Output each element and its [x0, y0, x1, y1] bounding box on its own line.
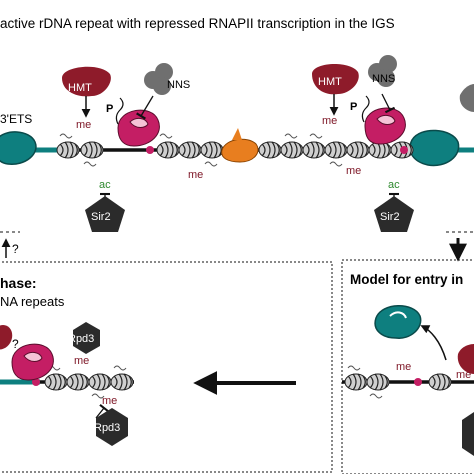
me-label: me: [188, 169, 203, 181]
right-panel-title: Model for entry in: [350, 272, 463, 287]
magenta-site-4: [414, 378, 422, 386]
svg-text:NNS: NNS: [372, 73, 395, 85]
top-right-rnapii: [364, 107, 406, 145]
me-label: me: [102, 395, 117, 407]
me-label: me: [322, 115, 337, 127]
magenta-site-1: [146, 146, 154, 154]
right-released-rnapi: [374, 305, 422, 339]
question-mark-top: ?: [12, 242, 19, 256]
me-label: me: [74, 355, 89, 367]
question-mark-bottom: ?: [12, 337, 19, 351]
rpd3-top: Rpd3: [68, 322, 100, 354]
nns-inhibit-left: [136, 95, 154, 120]
sir2-right: Sir2: [374, 196, 414, 232]
rnapi-left: [0, 131, 37, 165]
page-title: active rDNA repeat with repressed RNAPII…: [0, 16, 395, 31]
left-panel-title: hase:: [0, 275, 37, 291]
top-left-rnapii: [117, 109, 160, 147]
top-right-hmt: HMT: [312, 63, 359, 95]
me-label: me: [346, 165, 361, 177]
phospho-label-right: P: [350, 101, 357, 113]
svg-text:NNS: NNS: [167, 79, 190, 91]
left-panel-subtitle: NA repeats: [0, 294, 65, 309]
top-left-nns: NNS: [144, 63, 190, 95]
bottom-right-rpd3-partial: [462, 412, 474, 456]
bottom-right-hmt: [457, 344, 474, 374]
phospho-label-left: P: [106, 103, 113, 115]
svg-text:Rpd3: Rpd3: [68, 333, 94, 345]
svg-text:Sir2: Sir2: [380, 211, 400, 223]
release-arrow: [420, 325, 447, 361]
rpd3-inhibit: [95, 403, 109, 419]
nns-inhibit-right: [381, 93, 396, 114]
rpd3-bottom: Rpd3: [94, 408, 128, 446]
ctd-tail-left: [115, 97, 124, 125]
ctd-tail-right: [361, 95, 370, 123]
me-label: me: [456, 369, 471, 381]
bottom-right-dna: [342, 365, 474, 399]
me-label: me: [396, 361, 411, 373]
svg-text:Sir2: Sir2: [91, 211, 111, 223]
me-label: me: [76, 119, 91, 131]
sir2-left: Sir2: [85, 196, 125, 232]
rnapi-top-right-partial: [459, 84, 474, 112]
svg-text:Rpd3: Rpd3: [94, 422, 120, 434]
ets-label: 3'ETS: [0, 112, 32, 126]
orange-factor: [221, 128, 259, 163]
right-panel-box: [341, 259, 474, 474]
ac-label-right: ac: [388, 179, 400, 191]
rnapi-right: [409, 129, 460, 167]
top-left-hmt: HMT: [62, 66, 111, 97]
top-right-nns: NNS: [368, 55, 397, 87]
svg-text:HMT: HMT: [68, 82, 92, 94]
bottom-left-rnapii: [11, 343, 54, 381]
magenta-site-2: [400, 146, 408, 154]
svg-text:HMT: HMT: [318, 76, 342, 88]
bottom-left-hmt: [0, 324, 13, 350]
ac-label-left: ac: [99, 179, 111, 191]
